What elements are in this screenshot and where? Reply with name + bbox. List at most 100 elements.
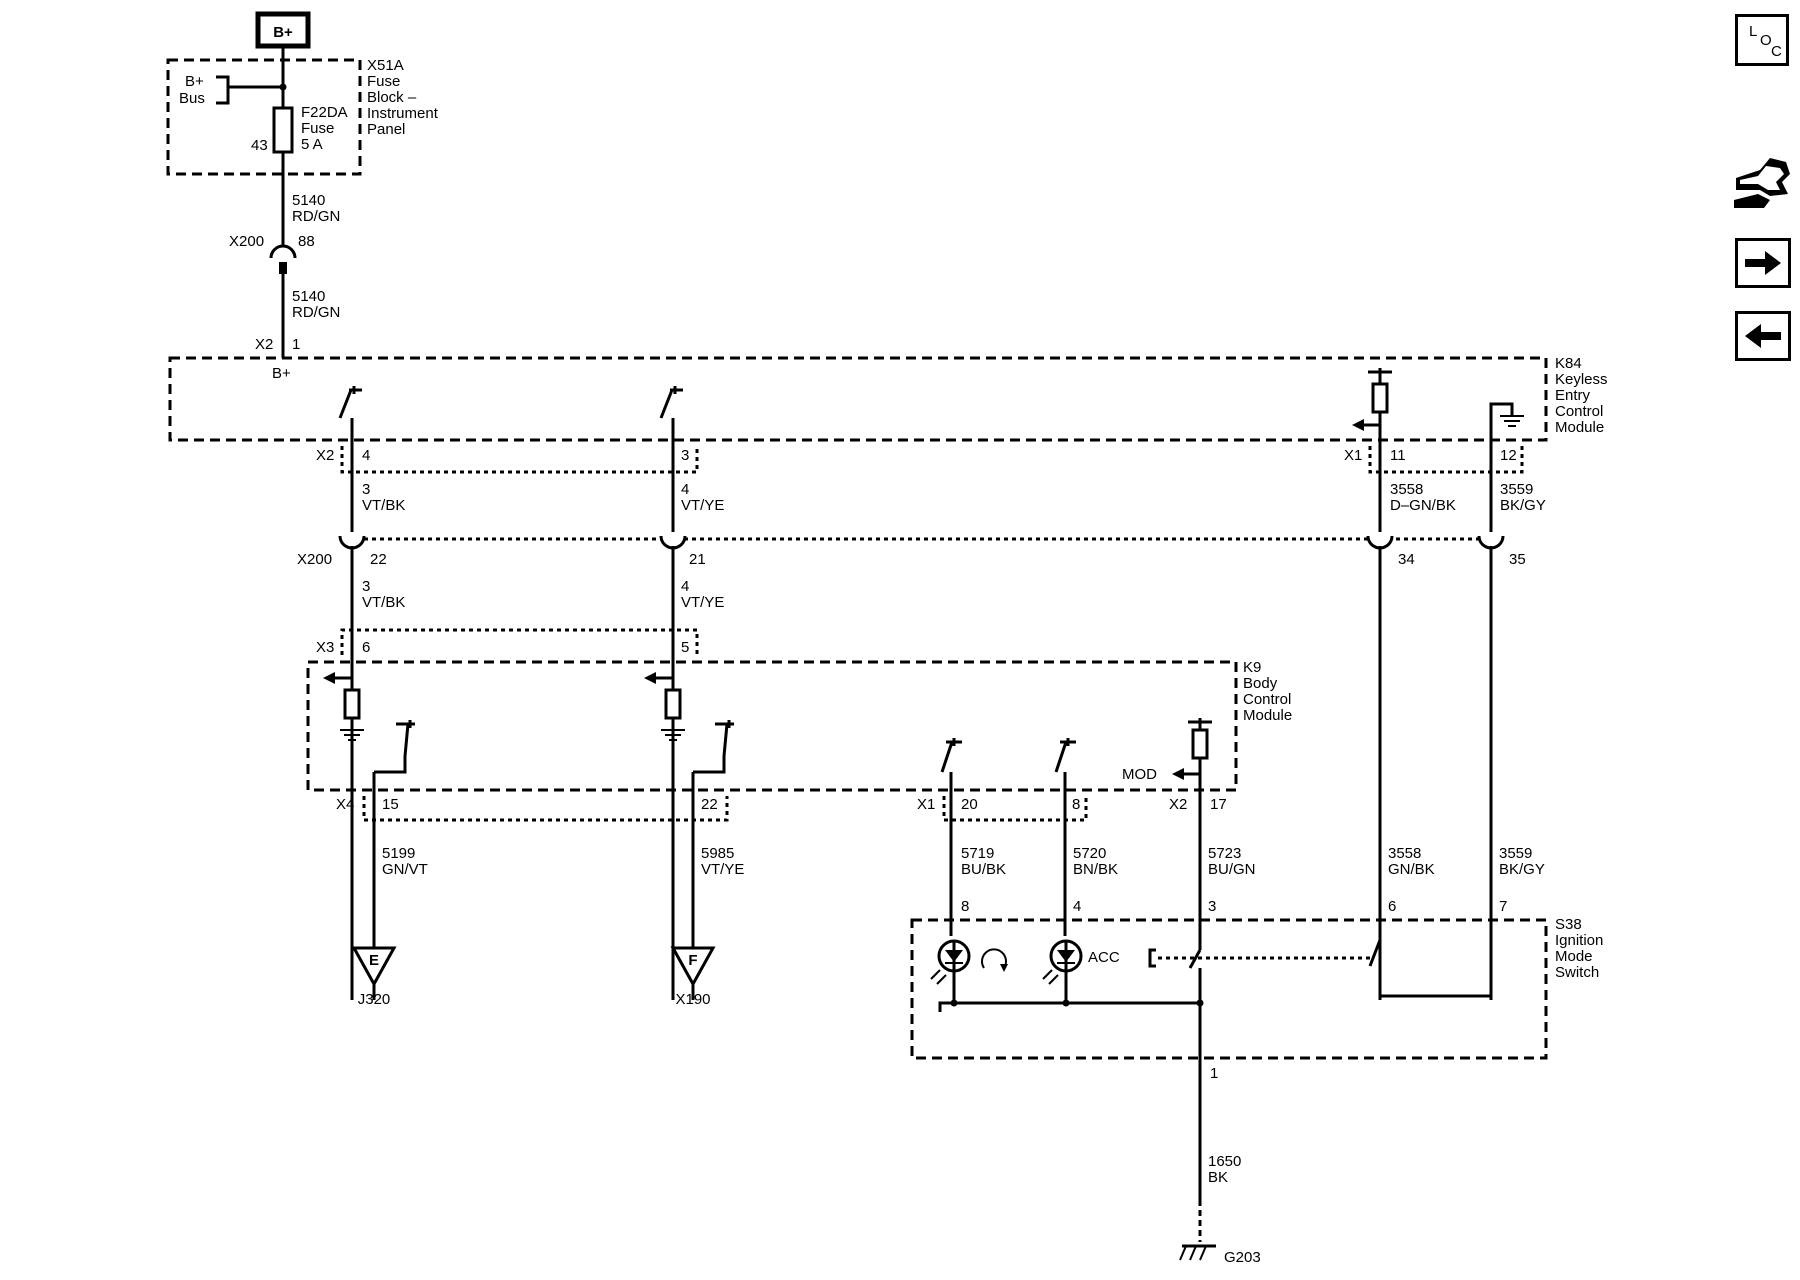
svg-text:VT/BK: VT/BK (362, 594, 405, 611)
svg-text:20: 20 (961, 796, 978, 813)
svg-text:Switch: Switch (1555, 964, 1599, 981)
svg-text:35: 35 (1509, 551, 1526, 568)
svg-text:RD/GN: RD/GN (292, 304, 340, 321)
svg-text:5199: 5199 (382, 845, 415, 862)
svg-text:Body: Body (1243, 675, 1278, 692)
svg-text:VT/YE: VT/YE (681, 497, 724, 514)
svg-text:ACC: ACC (1088, 949, 1120, 966)
svg-text:X4: X4 (336, 796, 354, 813)
svg-text:4: 4 (681, 481, 689, 498)
svg-text:4: 4 (362, 447, 370, 464)
component-connector-button[interactable] (1730, 150, 1794, 220)
svg-text:X190: X190 (675, 991, 710, 1008)
location-button[interactable]: L O C (1735, 14, 1789, 66)
svg-text:11: 11 (1390, 447, 1406, 464)
svg-text:X200: X200 (297, 551, 332, 568)
arrow-left-icon (1745, 324, 1781, 348)
svg-text:3558: 3558 (1390, 481, 1423, 498)
svg-text:Control: Control (1243, 691, 1291, 708)
svg-text:1: 1 (1210, 1065, 1218, 1082)
svg-text:22: 22 (370, 551, 387, 568)
led-indicator-acc (1042, 939, 1083, 1003)
svg-text:7: 7 (1499, 898, 1507, 915)
forward-button[interactable] (1735, 238, 1791, 288)
s38-ground-bus (938, 1001, 1200, 1012)
svg-text:5 A: 5 A (301, 136, 323, 153)
s38-switch-contact (1188, 949, 1202, 969)
svg-text:MOD: MOD (1122, 766, 1157, 783)
svg-text:Bus: Bus (179, 90, 205, 107)
svg-text:3: 3 (362, 578, 370, 595)
svg-text:5985: 5985 (701, 845, 734, 862)
svg-text:Block –: Block – (367, 89, 417, 106)
k9-switch-8 (1054, 741, 1068, 773)
k84-switch-2 (659, 389, 674, 419)
svg-text:Instrument: Instrument (367, 105, 439, 122)
svg-text:4: 4 (1073, 898, 1081, 915)
svg-text:43: 43 (251, 137, 268, 154)
svg-text:GN/VT: GN/VT (382, 861, 428, 878)
svg-text:VT/YE: VT/YE (701, 861, 744, 878)
svg-text:12: 12 (1500, 447, 1517, 464)
svg-text:3559: 3559 (1500, 481, 1533, 498)
k9-input-resistor-2 (664, 688, 682, 720)
svg-text:3559: 3559 (1499, 845, 1532, 862)
svg-text:BK/GY: BK/GY (1500, 497, 1546, 514)
svg-text:VT/YE: VT/YE (681, 594, 724, 611)
switch-s38-ignition-mode (910, 918, 1548, 1060)
svg-text:5140: 5140 (292, 288, 325, 305)
back-button[interactable] (1735, 311, 1791, 361)
svg-text:BU/GN: BU/GN (1208, 861, 1256, 878)
svg-text:3: 3 (681, 447, 689, 464)
svg-text:6: 6 (362, 639, 370, 656)
svg-text:VT/BK: VT/BK (362, 497, 405, 514)
module-k9-body-control (306, 660, 1238, 792)
svg-text:5720: 5720 (1073, 845, 1106, 862)
svg-text:21: 21 (689, 551, 706, 568)
ground-g203-icon (1179, 1200, 1216, 1261)
svg-text:BN/BK: BN/BK (1073, 861, 1118, 878)
module-k84-keyless-entry (168, 356, 1548, 442)
svg-text:5723: 5723 (1208, 845, 1241, 862)
svg-text:J320: J320 (358, 991, 391, 1008)
svg-text:X2: X2 (1169, 796, 1187, 813)
svg-text:17: 17 (1210, 796, 1227, 813)
k9-mod-resistor (1191, 728, 1209, 760)
svg-text:BK: BK (1208, 1169, 1228, 1186)
svg-text:Keyless: Keyless (1555, 371, 1608, 388)
inline-connector-f (670, 946, 716, 988)
ignition-run-icon (981, 948, 1008, 972)
k84-pullup-resistor (1371, 382, 1389, 414)
svg-text:B+: B+ (272, 365, 291, 382)
k9-input-resistor-1 (343, 688, 361, 720)
svg-text:Ignition: Ignition (1555, 932, 1603, 949)
svg-text:Module: Module (1243, 707, 1292, 724)
svg-text:X2: X2 (316, 447, 334, 464)
svg-text:BU/BK: BU/BK (961, 861, 1006, 878)
svg-text:B+: B+ (185, 73, 204, 90)
k84-switch-1 (338, 389, 353, 419)
fuse-block-x51a (166, 58, 362, 176)
arrow-right-icon (1745, 251, 1781, 275)
svg-text:88: 88 (298, 233, 315, 250)
svg-text:X3: X3 (316, 639, 334, 656)
inline-connector-e (351, 946, 397, 988)
svg-text:Fuse: Fuse (367, 73, 400, 90)
svg-text:E: E (369, 952, 379, 969)
svg-text:34: 34 (1398, 551, 1415, 568)
svg-text:15: 15 (382, 796, 399, 813)
svg-text:22: 22 (701, 796, 718, 813)
inline-connector-x200-34 (1366, 532, 1394, 550)
svg-text:F22DA: F22DA (301, 104, 348, 121)
svg-text:5: 5 (681, 639, 689, 656)
svg-text:6: 6 (1388, 898, 1396, 915)
svg-text:K9: K9 (1243, 659, 1261, 676)
inline-connector-x200-22 (338, 532, 366, 550)
svg-text:Mode: Mode (1555, 948, 1593, 965)
svg-text:K84: K84 (1555, 355, 1582, 372)
k9-switch-20 (940, 741, 954, 773)
svg-text:X2: X2 (255, 336, 273, 353)
fuse-f22da (272, 106, 294, 154)
svg-text:5140: 5140 (292, 192, 325, 209)
